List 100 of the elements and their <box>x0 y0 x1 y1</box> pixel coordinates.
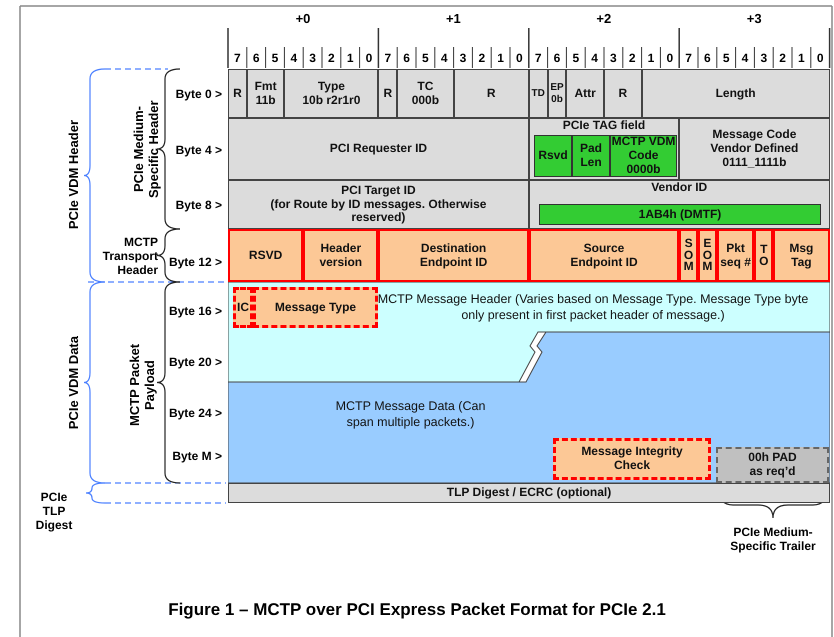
row-label: Byte 24 > <box>168 406 222 420</box>
subfield-cell <box>534 135 572 177</box>
bit-number: 3 <box>610 51 617 65</box>
row-label: Byte 0 > <box>176 87 222 101</box>
message-type-cell <box>253 287 378 328</box>
flag-cell <box>233 287 253 328</box>
field-label: Message Integrity Check <box>581 445 683 473</box>
bracket-label: PCIe Medium-Specific Header <box>131 99 161 200</box>
field-label: 00h PAD as req’d <box>747 451 798 479</box>
row-label: Byte 20 > <box>168 355 222 369</box>
field-label: MCTP Message Header (Varies based on Message Type. Message Type byte only present in first packet header of message.) <box>376 291 810 324</box>
row-label: Byte 8 > <box>176 198 222 212</box>
bit-number: 4 <box>440 51 448 65</box>
bit-number: 0 <box>366 51 372 65</box>
row-label: Byte 12 > <box>168 255 222 269</box>
field-label: Pad Len <box>578 142 603 170</box>
byte-offset-label: +1 <box>446 10 461 26</box>
bit-number: 5 <box>722 51 730 65</box>
field-label: R <box>383 86 392 100</box>
bracket-label: PCIe VDM Data <box>66 336 80 430</box>
field-cell <box>528 180 830 229</box>
field-cell <box>548 69 566 118</box>
bit-number: 0 <box>666 51 674 65</box>
field-label: MCTP VDM Code <box>610 135 676 163</box>
field-label: R <box>233 86 242 100</box>
row-label: Byte 4 > <box>176 143 222 157</box>
bit-number: 1 <box>497 51 504 65</box>
field-cell <box>284 69 378 118</box>
field-cell <box>566 69 604 118</box>
field-label: Vendor Defined <box>710 142 798 156</box>
bracket-label: MCTP Packet Payload <box>127 342 157 428</box>
bracket-label: PCIe Medium-Specific Trailer <box>729 525 817 553</box>
field-label: PCIe TAG field <box>562 119 646 133</box>
bit-number: 6 <box>554 51 560 65</box>
field-cell <box>303 229 378 282</box>
figure-caption: Figure 1 – MCTP over PCI Express Packet Format for PCIe 2.1 <box>167 600 667 620</box>
vendor-id-value-bar <box>538 204 821 225</box>
field-cell <box>454 69 529 118</box>
field-label: Source Endpoint ID <box>569 242 639 270</box>
bit-number: 1 <box>648 51 654 65</box>
field-label: Type <box>318 80 345 94</box>
field-cell <box>679 118 830 180</box>
bracket-label: MCTP Transport Header <box>102 235 158 277</box>
field-label: 11b <box>256 94 276 108</box>
field-cell <box>698 229 717 282</box>
field-cell <box>228 229 304 282</box>
field-label: PCI Target ID <box>341 184 416 198</box>
field-label: Rsvd <box>538 149 568 163</box>
field-label: (for Route by ID messages. Otherwise reserved) <box>269 198 488 226</box>
field-label: 10b r2r1r0 <box>302 94 360 108</box>
bit-number: 6 <box>403 51 410 65</box>
bit-number: 4 <box>591 51 598 65</box>
field-cell <box>228 69 247 118</box>
byte-offset-label: +3 <box>746 10 762 26</box>
bit-number: 6 <box>252 51 260 65</box>
bit-number: 2 <box>628 51 636 65</box>
field-cell <box>642 69 830 118</box>
field-cell <box>397 69 454 118</box>
bit-number: 7 <box>384 51 392 65</box>
field-cell <box>773 229 830 282</box>
byte-offset-label: +0 <box>296 10 310 26</box>
bit-number: 3 <box>460 51 466 65</box>
field-cell <box>604 69 642 118</box>
field-label: Header version <box>318 242 364 270</box>
field-label: Message Code <box>712 128 796 142</box>
bit-number: 5 <box>272 51 278 65</box>
bit-number: 2 <box>328 51 335 65</box>
field-label: 000b <box>412 94 440 108</box>
field-cell <box>528 229 680 282</box>
field-label: PCI Requester ID <box>330 142 428 156</box>
bit-number: 4 <box>742 51 748 65</box>
bit-number: 5 <box>572 51 580 65</box>
bit-number: 7 <box>685 51 692 65</box>
field-label: 1AB4h (DMTF) <box>638 208 722 222</box>
field-label: MCTP Message Data (Can span multiple packets.) <box>334 398 486 430</box>
digest-band <box>228 483 830 503</box>
field-label: EOM <box>701 238 714 273</box>
integrity-check-cell <box>553 438 711 480</box>
bit-number: 1 <box>798 51 805 65</box>
bit-number: 1 <box>346 51 354 65</box>
field-label: EP <box>550 82 564 94</box>
field-cell <box>228 180 529 229</box>
field-label: 0b <box>551 94 563 105</box>
subfield-cell <box>572 135 610 177</box>
bit-number: 7 <box>234 51 241 65</box>
bit-number: 5 <box>422 51 429 65</box>
field-label: R <box>618 86 628 100</box>
field-label: TO <box>758 244 770 267</box>
field-cell <box>378 229 529 282</box>
field-label: Attr <box>574 86 596 100</box>
field-label: 0111_1111b <box>722 156 786 170</box>
bit-number: 3 <box>309 51 316 65</box>
field-label: TD <box>532 88 545 100</box>
field-cell <box>228 118 529 180</box>
field-cell <box>716 229 754 282</box>
field-label: Msg Tag <box>788 242 814 270</box>
bit-number: 0 <box>816 51 824 65</box>
field-cell <box>246 69 284 118</box>
padding-cell <box>716 447 829 483</box>
field-label: TC <box>417 80 434 94</box>
